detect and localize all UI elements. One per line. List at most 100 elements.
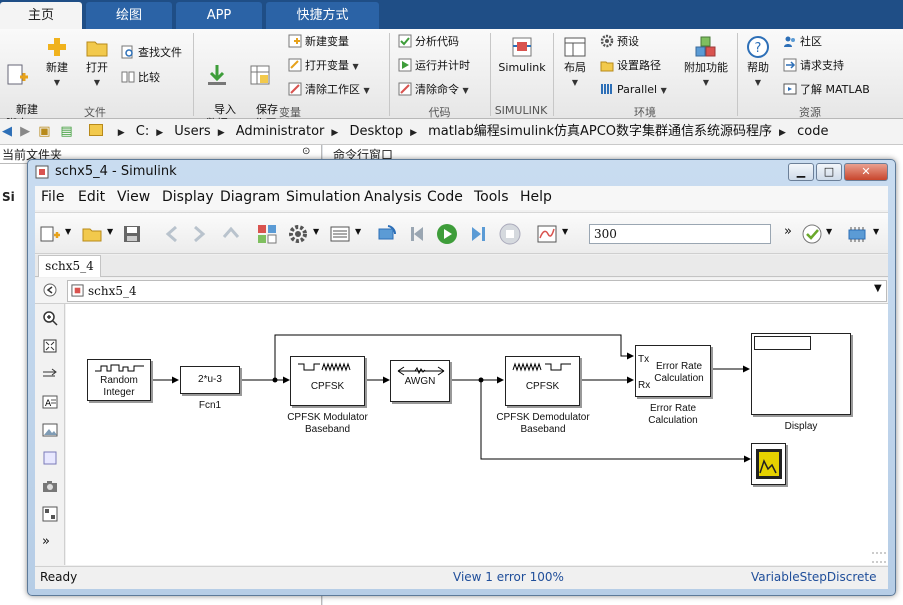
addons-button[interactable]: 附加功能▼ <box>680 35 732 90</box>
image-icon[interactable] <box>42 422 58 438</box>
awgn-block[interactable]: AWGN <box>390 360 450 402</box>
stop-time-input[interactable]: 300 <box>589 224 771 244</box>
new-variable-button[interactable]: 新建变量 <box>288 34 349 50</box>
community-button[interactable]: 社区 <box>783 34 822 50</box>
open-button[interactable]: 打开▼ <box>80 35 114 90</box>
forward-arrow-icon[interactable] <box>189 223 211 245</box>
stop-icon[interactable] <box>499 223 521 245</box>
more-chevron-icon[interactable]: » <box>784 224 792 239</box>
chevron-down-icon[interactable]: ▼ <box>355 227 362 236</box>
scope-icon[interactable] <box>536 223 558 245</box>
annotation-icon[interactable]: A <box>42 394 58 410</box>
open-folder-icon[interactable] <box>81 223 103 245</box>
breadcrumb-drive[interactable]: C: <box>135 124 150 139</box>
menu-file[interactable]: File <box>41 189 65 205</box>
status-solver[interactable]: VariableStepDiscrete <box>751 570 877 584</box>
browse-folder-icon[interactable]: ▤ <box>60 124 73 139</box>
camera-icon[interactable] <box>42 478 58 494</box>
random-integer-block[interactable]: Random Integer <box>87 359 151 401</box>
tab-shortcuts[interactable]: 快捷方式 <box>266 2 379 29</box>
arrow-connect-icon[interactable] <box>42 366 58 382</box>
run-play-icon[interactable] <box>436 223 458 245</box>
layout-button[interactable]: 布局▼ <box>558 35 592 90</box>
maximize-button[interactable]: □ <box>816 163 842 181</box>
up-folder-icon[interactable]: ▣ <box>38 124 51 139</box>
chevron-down-icon[interactable]: ▼ <box>562 227 569 236</box>
tab-plots[interactable]: 绘图 <box>86 2 172 29</box>
pane-menu-icon[interactable]: ⊙ <box>302 146 311 157</box>
menu-display[interactable]: Display <box>162 189 214 205</box>
chevron-down-icon[interactable]: ▼ <box>107 227 114 236</box>
step-back-icon[interactable] <box>407 223 429 245</box>
up-arrow-icon[interactable] <box>220 223 242 245</box>
close-button[interactable]: ✕ <box>844 163 888 181</box>
zoom-in-icon[interactable] <box>42 310 58 326</box>
breadcrumb-users[interactable]: Users <box>174 124 211 139</box>
request-support-button[interactable]: 请求支持 <box>783 58 844 74</box>
new-button[interactable]: 新建▼ <box>40 35 74 90</box>
resize-grip[interactable] <box>872 552 886 563</box>
menu-edit[interactable]: Edit <box>78 189 106 205</box>
model-browser-icon[interactable] <box>42 506 58 522</box>
menu-code[interactable]: Code <box>427 189 463 205</box>
breadcrumb-administrator[interactable]: Administrator <box>235 124 325 139</box>
hardware-board-icon[interactable] <box>846 223 868 245</box>
menu-view[interactable]: View <box>117 189 151 205</box>
fit-to-view-icon[interactable] <box>42 338 58 354</box>
compare-button[interactable]: 比较 <box>121 70 160 86</box>
step-forward-icon[interactable] <box>466 223 488 245</box>
status-error-link[interactable]: View 1 error 100% <box>453 570 564 584</box>
save-icon[interactable] <box>121 223 143 245</box>
breadcrumb-code[interactable]: code <box>797 124 829 139</box>
error-rate-calculation-block[interactable]: Tx Rx Error Rate Calculation <box>635 345 711 397</box>
cpfsk-modulator-block[interactable]: CPFSK <box>290 356 365 406</box>
update-diagram-icon[interactable] <box>376 223 398 245</box>
tab-model[interactable]: schx5_4 <box>38 255 101 277</box>
model-breadcrumb[interactable]: schx5_4 <box>67 280 887 302</box>
forward-arrow-icon[interactable]: ▶ <box>20 124 31 139</box>
breadcrumb-desktop[interactable]: Desktop <box>349 124 404 139</box>
minimize-button[interactable]: ▁ <box>788 163 814 181</box>
menu-analysis[interactable]: Analysis <box>364 189 422 205</box>
menu-diagram[interactable]: Diagram <box>220 189 281 205</box>
open-variable-button[interactable]: 打开变量 ▼ <box>288 58 359 74</box>
tab-home[interactable]: 主页 <box>0 2 82 29</box>
scope-block[interactable] <box>751 443 786 485</box>
simulink-button[interactable]: Simulink <box>494 35 550 75</box>
back-arrow-icon[interactable]: ◀ <box>2 124 12 139</box>
display-block[interactable] <box>751 333 851 415</box>
chevron-down-icon[interactable]: ▼ <box>826 227 833 236</box>
breadcrumb-dropdown-icon[interactable]: ▼ <box>874 283 882 294</box>
help-button[interactable]: ? 帮助▼ <box>743 35 773 90</box>
find-files-button[interactable]: 查找文件 <box>121 45 182 61</box>
area-icon[interactable] <box>42 450 58 466</box>
tab-apps[interactable]: APP <box>176 2 262 29</box>
learn-matlab-button[interactable]: 了解 MATLAB <box>783 82 870 98</box>
current-folder-address-bar[interactable]: ◀ ▶ ▣ ▤ ▶ C:▶ Users▶ Administrator▶ Desk… <box>0 119 903 145</box>
check-icon[interactable] <box>801 223 823 245</box>
library-browser-icon[interactable] <box>256 223 278 245</box>
fcn-block[interactable]: 2*u-3 <box>180 366 240 394</box>
menu-help[interactable]: Help <box>520 189 552 205</box>
back-arrow-icon[interactable] <box>160 223 182 245</box>
gear-icon[interactable] <box>287 223 309 245</box>
model-canvas[interactable]: Random Integer 2*u-3 Fcn1 CPFSK CPFSK Mo… <box>66 304 888 565</box>
hide-browser-icon[interactable] <box>43 283 57 297</box>
chevron-down-icon[interactable]: ▼ <box>313 227 320 236</box>
clear-workspace-button[interactable]: 清除工作区 ▼ <box>288 82 370 98</box>
chevron-down-icon[interactable]: ▼ <box>65 227 72 236</box>
clear-commands-button[interactable]: 清除命令 ▼ <box>398 82 469 98</box>
model-explorer-icon[interactable] <box>329 223 351 245</box>
chevron-down-icon[interactable]: ▼ <box>873 227 880 236</box>
set-path-button[interactable]: 设置路径 <box>600 58 661 74</box>
preferences-button[interactable]: 预设 <box>600 34 639 50</box>
new-model-icon[interactable] <box>39 223 61 245</box>
menu-simulation[interactable]: Simulation <box>286 189 361 205</box>
run-and-time-button[interactable]: 运行并计时 <box>398 58 470 74</box>
analyze-code-button[interactable]: 分析代码 <box>398 34 459 50</box>
menu-tools[interactable]: Tools <box>474 189 509 205</box>
cpfsk-demodulator-block[interactable]: CPFSK <box>505 356 580 406</box>
parallel-button[interactable]: Parallel ▼ <box>600 82 667 98</box>
breadcrumb-project-folder[interactable]: matlab编程simulink仿真APCO数字集群通信系统源码程序 <box>428 124 773 139</box>
more-tools-chevron-icon[interactable]: » <box>42 534 50 549</box>
